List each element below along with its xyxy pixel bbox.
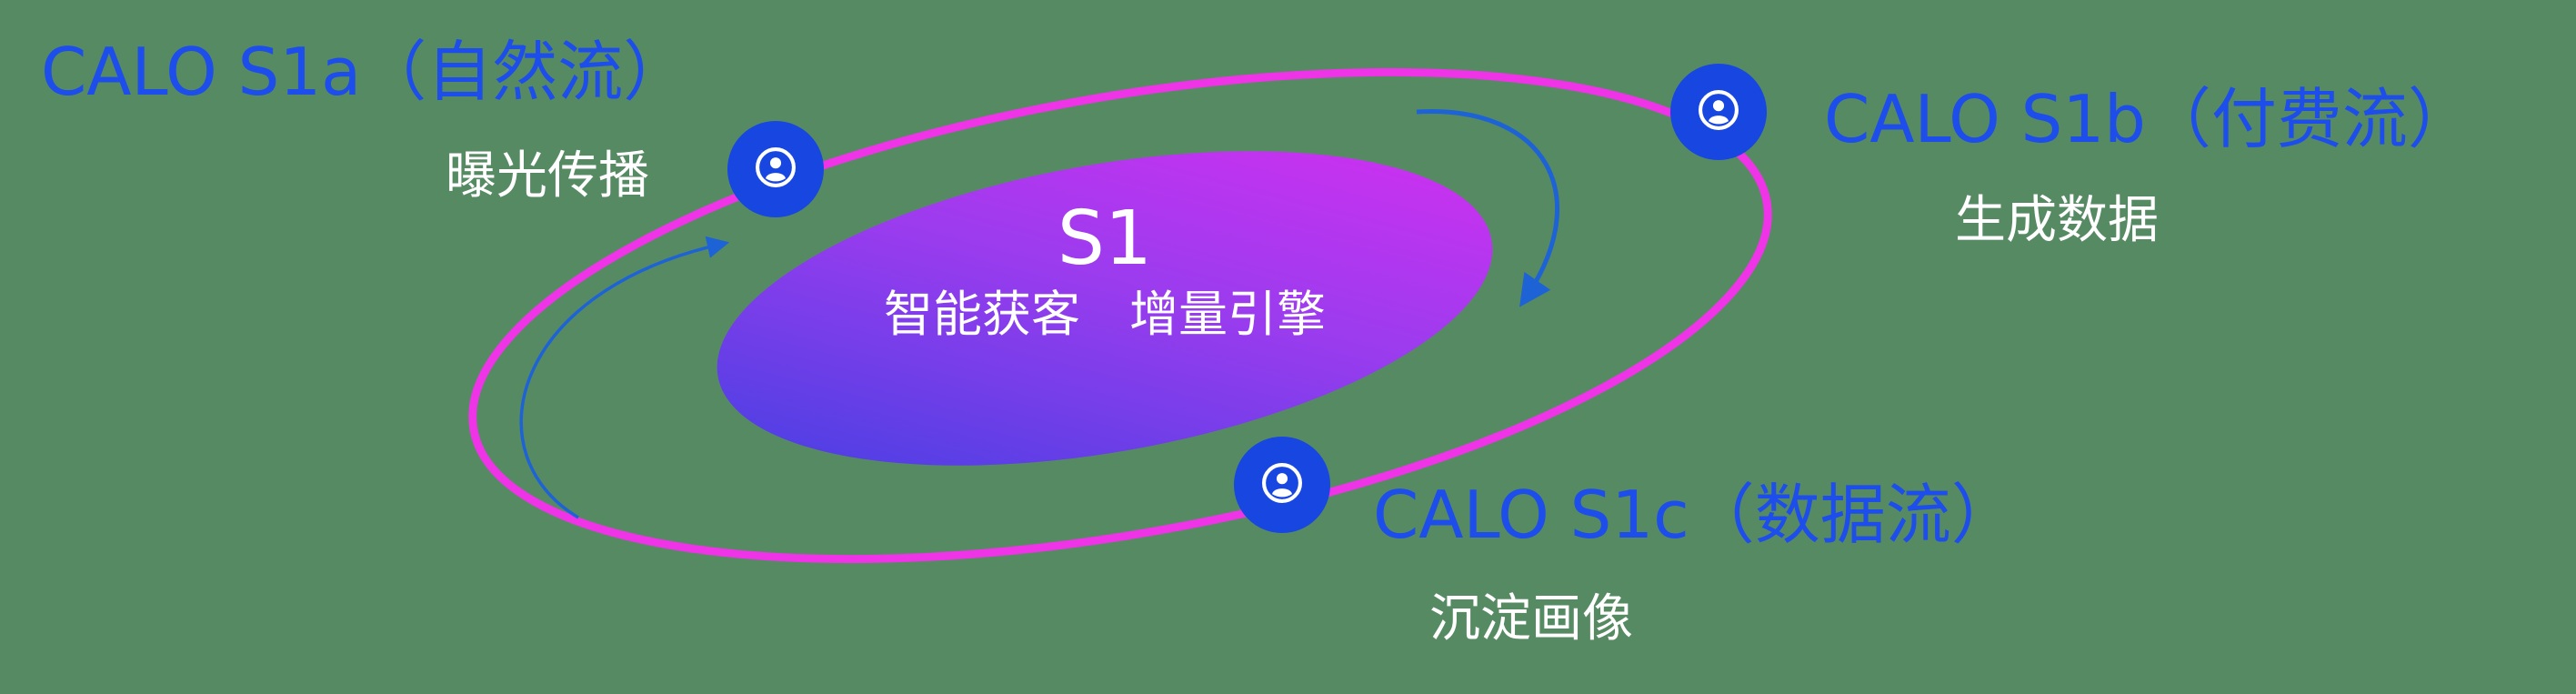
node-s1b-sublabel: 生成数据: [1955, 191, 2159, 250]
node-s1b-label: CALO S1b（付费流）: [1824, 81, 2473, 157]
orbit-ring: [468, 67, 1772, 564]
core-subtitle: 智能获客 增量引擎: [884, 286, 1326, 344]
node-s1a-label: CALO S1a（自然流）: [41, 34, 689, 110]
node-s1a-sublabel: 曝光传播: [446, 146, 649, 206]
user-icon: [1689, 80, 1749, 144]
core-ellipse: [717, 151, 1493, 466]
node-s1a: [727, 121, 824, 217]
node-s1c: [1234, 437, 1330, 533]
user-icon: [1252, 453, 1312, 517]
node-s1c-sublabel: 沉淀画像: [1429, 589, 1633, 649]
core-title: S1: [1057, 196, 1153, 282]
node-s1c-label: CALO S1c（数据流）: [1373, 477, 2017, 553]
flow-arrow-left: [519, 236, 730, 519]
user-icon: [746, 137, 806, 201]
flow-arrow-right: [1416, 109, 1560, 307]
core-label-group: S1 智能获客 增量引擎: [741, 196, 1468, 344]
node-s1b: [1670, 64, 1767, 160]
